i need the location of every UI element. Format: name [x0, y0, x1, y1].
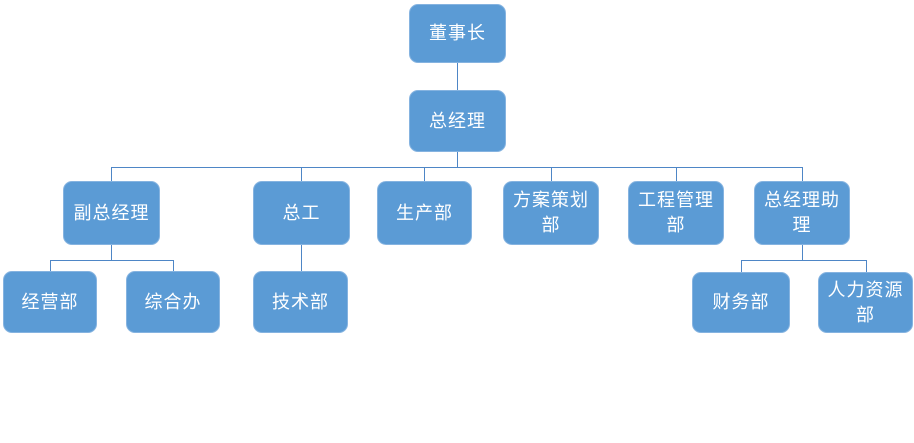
- connector-line: [802, 245, 803, 260]
- org-node-gm-assistant[interactable]: 总经理助理: [754, 181, 850, 245]
- org-node-business-dept[interactable]: 经营部: [3, 271, 97, 333]
- org-node-label: 方案策划部: [513, 190, 589, 235]
- org-node-label: 总经理: [429, 110, 486, 131]
- org-node-label: 技术部: [272, 291, 329, 312]
- connector-line: [802, 167, 803, 181]
- org-node-label: 工程管理部: [638, 190, 714, 235]
- org-node-planning-dept[interactable]: 方案策划部: [503, 181, 599, 245]
- connector-line: [457, 152, 458, 167]
- connector-line: [741, 260, 742, 272]
- connector-line: [173, 260, 174, 271]
- org-node-finance-dept[interactable]: 财务部: [692, 272, 790, 333]
- org-node-label: 总工: [282, 202, 321, 223]
- org-node-engineering-mgmt-dept[interactable]: 工程管理部: [628, 181, 724, 245]
- org-node-technical-dept[interactable]: 技术部: [253, 271, 348, 333]
- org-node-label: 生产部: [396, 202, 453, 223]
- connector-line: [457, 63, 458, 90]
- connector-line: [301, 167, 302, 181]
- connector-line: [424, 167, 425, 181]
- org-node-hr-dept[interactable]: 人力资源部: [818, 272, 913, 333]
- connector-line: [111, 167, 802, 168]
- org-node-general-manager[interactable]: 总经理: [409, 90, 506, 152]
- connector-line: [50, 260, 173, 261]
- connector-line: [866, 260, 867, 272]
- connector-line: [676, 167, 677, 181]
- org-node-label: 财务部: [712, 292, 770, 312]
- connector-line: [111, 245, 112, 260]
- org-node-label: 董事长: [429, 23, 486, 43]
- org-node-label: 人力资源部: [827, 279, 904, 325]
- connector-line: [301, 245, 302, 271]
- org-node-deputy-general-manager[interactable]: 副总经理: [63, 181, 160, 245]
- org-node-chairman[interactable]: 董事长: [409, 4, 506, 63]
- connector-line: [50, 260, 51, 271]
- org-node-general-affairs-office[interactable]: 综合办: [126, 271, 220, 333]
- org-node-label: 副总经理: [73, 202, 150, 223]
- org-node-label: 总经理助理: [764, 190, 840, 235]
- org-node-label: 综合办: [144, 291, 202, 312]
- org-node-label: 经营部: [21, 291, 79, 312]
- connector-line: [551, 167, 552, 181]
- org-node-chief-engineer[interactable]: 总工: [253, 181, 350, 245]
- connector-line: [111, 167, 112, 181]
- connector-line: [741, 260, 866, 261]
- org-node-production-dept[interactable]: 生产部: [377, 181, 472, 245]
